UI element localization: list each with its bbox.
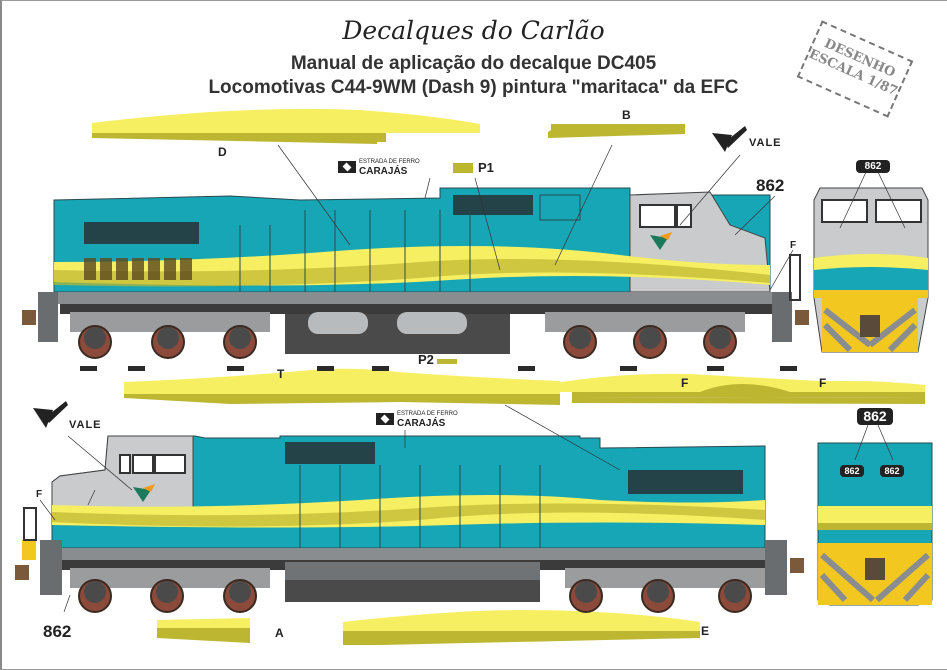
label-F-top-front: F — [790, 240, 797, 251]
number-cab-small-left: 862 — [840, 465, 864, 477]
efc-emblem-icon — [338, 161, 356, 173]
brand-title: Decalques do Carlão — [342, 16, 605, 45]
number-top-front-box: 862 — [856, 160, 890, 173]
efc-bottom-line2: CARAJÁS — [397, 418, 446, 429]
efc-emblem-icon — [376, 413, 394, 425]
vale-logo-top-icon — [712, 126, 747, 152]
decal-strip-D — [92, 108, 480, 144]
manual-title: Manual de aplicação do decalque DC405 — [290, 53, 657, 74]
bottom-front-view — [817, 424, 933, 606]
decal-strip-T — [124, 368, 560, 405]
locomotive-subtitle: Locomotivas C44-9WM (Dash 9) pintura "ma… — [208, 77, 739, 98]
label-B: B — [622, 108, 631, 122]
efc-top-line2: CARAJÁS — [359, 166, 408, 177]
decal-P1 — [453, 163, 473, 173]
top-locomotive — [22, 144, 809, 371]
top-front-view — [813, 171, 929, 353]
efc-bottom-line1: ESTRADA DE FERRO — [397, 411, 458, 417]
decal-strip-E — [343, 610, 700, 645]
vale-cab-logo-top — [650, 232, 672, 250]
decal-P2 — [437, 359, 457, 364]
decal-strip-B — [548, 124, 685, 138]
decal-strip-A — [157, 618, 250, 643]
bottom-locomotive — [15, 404, 804, 613]
label-E: E — [701, 624, 710, 638]
efc-top-line1: ESTRADA DE FERRO — [359, 159, 420, 165]
vale-cab-logo-bottom — [133, 484, 155, 502]
label-A: A — [275, 626, 284, 640]
label-F-strip-1: F — [681, 376, 689, 390]
label-D: D — [218, 145, 227, 159]
vale-logo-top: VALE — [749, 137, 782, 149]
label-P2: P2 — [418, 352, 434, 367]
number-top-cab: 862 — [756, 176, 785, 195]
label-F-strip-2: F — [819, 376, 827, 390]
number-bottom-side: 862 — [43, 622, 72, 641]
number-cab-small-right: 862 — [880, 465, 904, 477]
vale-logo-bottom-icon — [33, 401, 68, 428]
number-bottom-front-box: 862 — [857, 408, 893, 425]
label-F-bottom: F — [36, 489, 43, 500]
label-T: T — [277, 367, 285, 381]
decal-strip-F — [542, 373, 925, 404]
vale-logo-bottom: VALE — [69, 419, 102, 431]
label-P1: P1 — [478, 160, 494, 175]
